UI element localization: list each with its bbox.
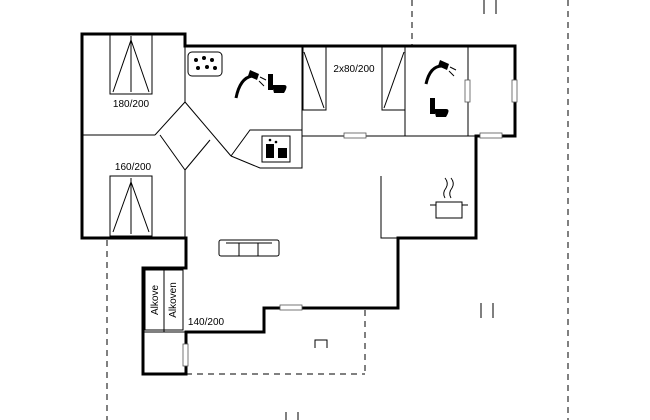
room-label-bed3: 2x80/200 [333,64,375,75]
shower-icon [234,70,267,99]
room-label-alcove: 140/200 [188,317,225,328]
exterior-walls [80,32,517,376]
toilet-icon-2 [430,98,449,117]
site-boundary [106,0,569,420]
room-label-bed1: 180/200 [113,99,150,110]
alcove-bed [144,269,184,331]
room-label-bed2: 160/200 [115,162,152,173]
alcove-tag-2: Alkoven [168,282,179,318]
bed-2x80 [302,46,406,111]
bed-180 [109,33,153,95]
sofa-icon [218,239,280,257]
toilet-icon [268,74,287,93]
entrance-mark [314,339,328,348]
cooking-pot-icon [430,177,468,219]
shower-icon-2 [424,60,457,85]
sauna-icon [261,135,291,163]
bed-160 [109,175,153,237]
whirlpool-icon [187,51,223,77]
windows [182,79,518,367]
interior-walls [82,46,515,333]
alcove-tag-1: Alkove [150,285,161,315]
